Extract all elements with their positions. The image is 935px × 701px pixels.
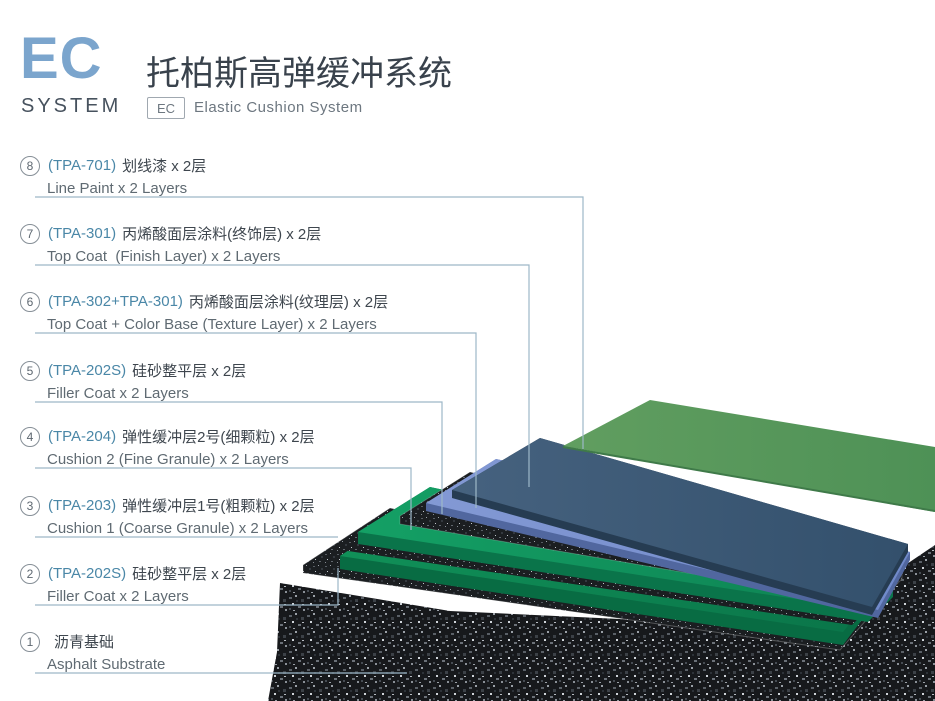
page-title-english: Elastic Cushion System (194, 99, 363, 116)
layer-name-en: Cushion 2 (Fine Granule) x 2 Layers (47, 451, 289, 468)
layer-name-cn: 弹性缓冲层2号(细颗粒) x 2层 (122, 429, 315, 446)
layer-number-badge: 3 (20, 495, 40, 516)
layer-name-en: Line Paint x 2 Layers (47, 180, 188, 197)
layer-name-cn: 丙烯酸面层涂料(纹理层) x 2层 (188, 294, 389, 311)
layer-polygon-linepaint (563, 400, 935, 512)
product-code: (TPA-701) (48, 157, 117, 174)
layer-number-badge: 6 (20, 291, 40, 312)
logo-system: SYSTEM (21, 95, 122, 117)
layer-name-cn: 弹性缓冲层1号(粗颗粒) x 2层 (122, 498, 315, 515)
layer-item-8: 8 (TPA-701) 划线漆 x 2层 Line Paint x 2 Layers (20, 155, 500, 197)
linepaint-front-edge (562, 446, 935, 512)
product-code: (TPA-203) (48, 497, 117, 514)
layer-name-cn: 划线漆 x 2层 (122, 158, 207, 175)
layer-name-cn: 丙烯酸面层涂料(终饰层) x 2层 (122, 226, 322, 243)
layer-item-1: 1 沥青基础 Asphalt Substrate (20, 631, 500, 673)
layer-polygon-topcoat-edge (452, 438, 908, 615)
product-code: (TPA-202S) (48, 565, 127, 582)
product-code: (TPA-301) (48, 225, 117, 242)
product-code: (TPA-204) (48, 428, 117, 445)
layer-number-badge: 5 (20, 360, 40, 381)
product-code: (TPA-202S) (48, 362, 127, 379)
layer-name-en: Asphalt Substrate (47, 656, 166, 673)
layer-item-3: 3 (TPA-203) 弹性缓冲层1号(粗颗粒) x 2层 Cushion 1 (C… (20, 495, 500, 537)
layer-item-2: 2 (TPA-202S) 硅砂整平层 x 2层 Filler Coat x 2 La… (20, 563, 500, 605)
product-code: (TPA-302+TPA-301) (48, 293, 183, 310)
logo-ec: EC (20, 26, 103, 91)
layer-item-5: 5 (TPA-202S) 硅砂整平层 x 2层 Filler Coat x 2 La… (20, 360, 500, 402)
page-title-chinese: 托柏斯高弹缓冲系统 (146, 55, 452, 93)
layer-number-badge: 2 (20, 563, 40, 584)
layer-item-6: 6 (TPA-302+TPA-301) 丙烯酸面层涂料(纹理层) x 2层 Top … (20, 291, 500, 333)
layer-item-7: 7 (TPA-301) 丙烯酸面层涂料(终饰层) x 2层 Top Coat (Fi… (20, 223, 500, 265)
layer-name-en: Filler Coat x 2 Layers (47, 385, 189, 402)
layer-name-en: Cushion 1 (Coarse Granule) x 2 Layers (47, 520, 308, 537)
layer-name-en: Filler Coat x 2 Layers (47, 588, 189, 605)
layer-number-badge: 4 (20, 426, 40, 447)
layer-name-cn: 硅砂整平层 x 2层 (132, 363, 247, 380)
layer-name-cn: 硅砂整平层 x 2层 (132, 566, 247, 583)
layer-name-en: Top Coat (Finish Layer) x 2 Layers (47, 248, 281, 265)
ec-badge: EC (147, 97, 185, 119)
layer-polygon-topcoat (452, 438, 908, 607)
layer-number-badge: 8 (20, 155, 40, 176)
layer-item-4: 4 (TPA-204) 弹性缓冲层2号(细颗粒) x 2层 Cushion 2 (F… (20, 426, 500, 468)
layer-number-badge: 7 (20, 223, 40, 244)
layer-name-cn: 沥青基础 (54, 634, 115, 651)
layer-name-en: Top Coat + Color Base (Texture Layer) x … (47, 316, 377, 333)
layer-number-badge: 1 (20, 631, 40, 652)
